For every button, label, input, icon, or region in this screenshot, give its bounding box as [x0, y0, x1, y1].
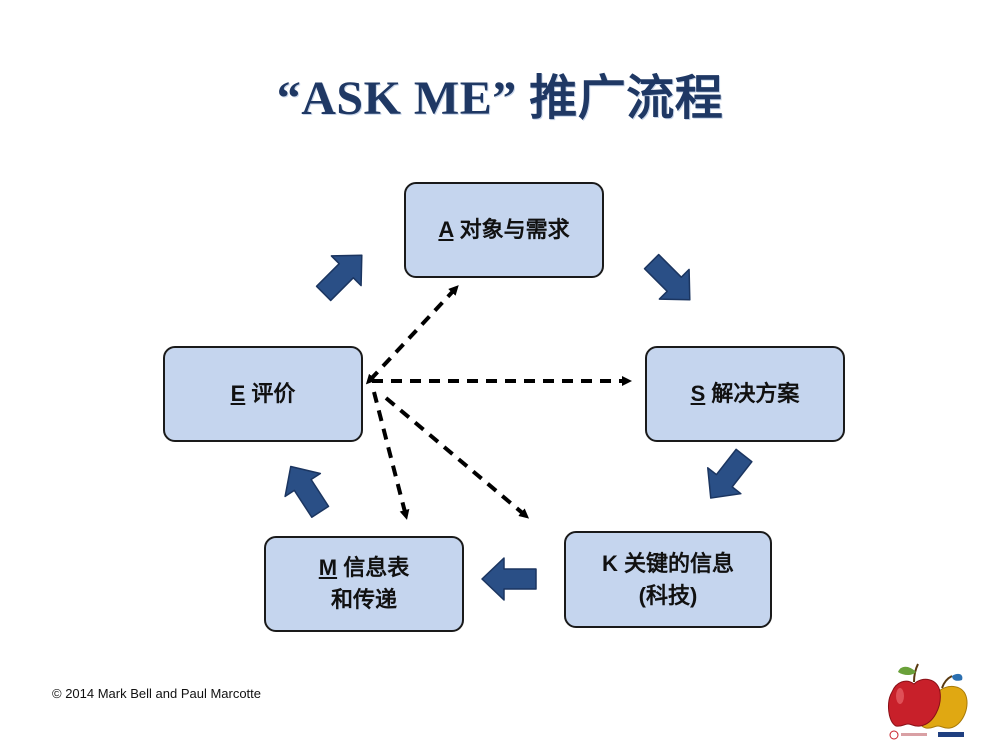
node-m-line1: 信息表	[337, 555, 410, 581]
block-arrow-icon	[636, 246, 706, 316]
node-e-evaluation: E 评价	[163, 346, 363, 442]
node-s-text: 解决方案	[705, 381, 800, 407]
node-e-text: 评价	[245, 381, 296, 407]
copyright-text: © 2014 Mark Bell and Paul Marcotte	[52, 686, 262, 701]
node-m-message-delivery: M 信息表 和传递	[264, 536, 464, 632]
node-e-letter: E	[230, 381, 246, 407]
block-arrow-icon	[308, 239, 378, 309]
node-m-line2: 和传递	[330, 587, 397, 612]
node-k-line2: (科技)	[638, 582, 698, 608]
page-title: “ASK ME” 推广流程	[276, 72, 724, 125]
block-arrow-icon	[693, 441, 762, 512]
dashed-arrow-icon	[384, 396, 530, 519]
block-arrow-icon	[481, 557, 537, 601]
node-k-letter: K	[601, 550, 618, 576]
node-a-letter: A	[438, 217, 454, 243]
node-a-audience-needs: A 对象与需求	[404, 182, 604, 278]
node-s-solution: S 解决方案	[645, 346, 845, 442]
dashed-arrow-icon	[365, 285, 459, 385]
apple-logo-icon	[888, 663, 968, 740]
block-arrow-icon	[272, 454, 339, 524]
node-k-line1: 关键的信息	[617, 550, 734, 576]
node-a-text: 对象与需求	[453, 217, 570, 243]
dashed-arrow-icon	[372, 391, 410, 520]
node-m-letter: M	[318, 555, 338, 581]
node-s-letter: S	[690, 381, 706, 407]
node-k-key-message: K 关键的信息 (科技)	[564, 531, 772, 628]
